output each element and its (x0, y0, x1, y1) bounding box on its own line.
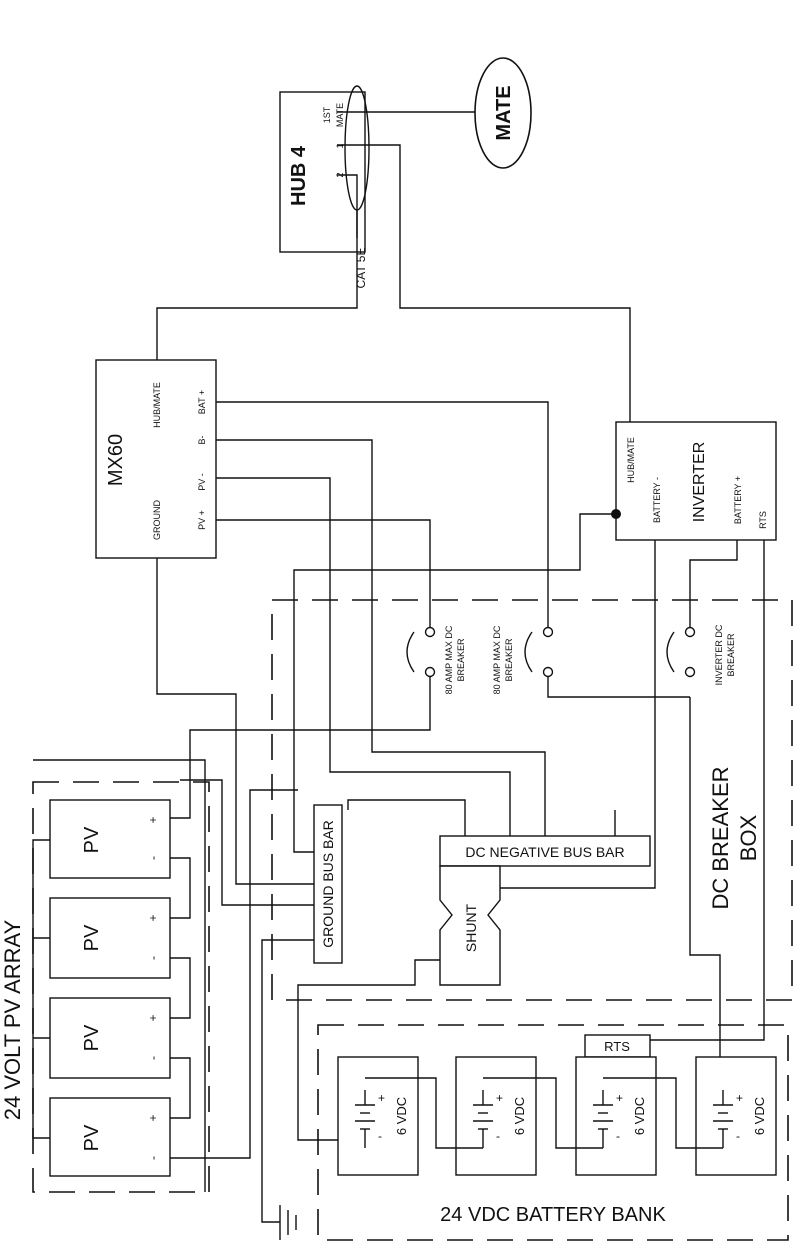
pv-module-1: PV + - (49, 799, 171, 879)
mx60-b-neg-label: B- (197, 435, 207, 444)
breaker-2-line2: BREAKER (504, 638, 514, 682)
rts-sensor: RTS (584, 1034, 651, 1058)
dc-negative-bus-bar: DC NEGATIVE BUS BAR (439, 835, 651, 867)
breaker-2: 80 AMP MAX DC BREAKER (492, 625, 554, 694)
battery-3: 6 VDC + - (575, 1056, 657, 1176)
pv-array-title: 24 VOLT PV ARRAY (0, 919, 25, 1120)
battery-2-label: 6 VDC (512, 1097, 527, 1135)
battery-bank-title: 24 VDC BATTERY BANK (440, 1204, 666, 1226)
shunt-label: SHUNT (463, 903, 479, 952)
pv-module-4-minus: - (146, 1156, 160, 1160)
pv-module-3: PV + - (49, 997, 171, 1079)
battery-3-cell-icon (593, 1090, 613, 1148)
mx60-bat-pos-label: BAT + (197, 390, 207, 414)
battery-3-plus: + (616, 1091, 623, 1105)
battery-4-plus: + (736, 1091, 743, 1105)
battery-2-minus: - (496, 1129, 500, 1143)
hub4-title: HUB 4 (288, 145, 310, 206)
battery-2: 6 VDC + - (455, 1056, 537, 1176)
pv-module-4: PV + - (49, 1097, 171, 1177)
pv-module-3-plus: + (146, 1014, 160, 1021)
hub4-port-mate-line1: 1ST (322, 106, 332, 123)
breaker-box-title-line1: DC BREAKER (708, 766, 733, 909)
battery-1-cell-icon (355, 1090, 375, 1148)
battery-1: 6 VDC + - (337, 1056, 419, 1176)
battery-4: 6 VDC + - (695, 1056, 777, 1176)
pv-module-1-minus: - (146, 856, 160, 860)
dc-breaker-box-enclosure (271, 599, 793, 1001)
mx60-title: MX60 (105, 434, 127, 486)
pv-module-1-plus: + (146, 816, 160, 823)
battery-3-label: 6 VDC (632, 1097, 647, 1135)
breaker-2-line1: 80 AMP MAX DC (492, 625, 502, 694)
breaker-box-title-line2: BOX (736, 814, 761, 861)
cat5e-label: CAT 5E (354, 248, 368, 289)
battery-4-minus: - (736, 1129, 740, 1143)
mate-label: MATE (493, 85, 515, 140)
hub4-port1: 1 (335, 143, 345, 148)
battery-1-label: 6 VDC (394, 1097, 409, 1135)
mate: MATE (474, 57, 532, 169)
pv-module-2-label: PV (81, 924, 103, 951)
breaker-1: 80 AMP MAX DC BREAKER (406, 625, 466, 694)
mx60-hub-mate-label: HUB/MATE (152, 382, 162, 428)
pv-module-2-plus: + (146, 914, 160, 921)
mx60-charge-controller: MX60 HUB/MATE GROUND BAT + B- PV - PV + (95, 359, 217, 559)
inverter: INVERTER HUB/MATE BATTERY - BATTERY + RT… (615, 421, 777, 541)
battery-4-label: 6 VDC (752, 1097, 767, 1135)
inverter-battery-pos-label: BATTERY + (733, 476, 743, 524)
inverter-rts-label: RTS (758, 511, 768, 529)
pv-module-2-minus: - (146, 956, 160, 960)
breaker-inverter-line2: BREAKER (726, 633, 736, 677)
inverter-battery-neg-label: BATTERY - (652, 477, 662, 523)
pv-module-4-plus: + (146, 1114, 160, 1121)
mx60-pv-pos-label: PV + (197, 510, 207, 530)
breaker-1-line1: 80 AMP MAX DC (444, 625, 454, 694)
hub4-port-mate-line2: MATE (335, 103, 345, 127)
dc-negative-bus-bar-label: DC NEGATIVE BUS BAR (465, 844, 624, 860)
hub4: HUB 4 1ST MATE 1 2 (279, 91, 366, 253)
pv-module-2: PV + - (49, 897, 171, 979)
battery-4-cell-icon (713, 1090, 733, 1148)
battery-3-minus: - (616, 1129, 620, 1143)
shunt: SHUNT (439, 865, 501, 986)
mx60-pv-neg-label: PV - (197, 473, 207, 491)
battery-bank-enclosure (317, 1024, 789, 1241)
battery-1-plus: + (378, 1091, 385, 1105)
pv-module-1-label: PV (81, 826, 103, 853)
breaker-1-line2: BREAKER (456, 638, 466, 682)
battery-1-minus: - (378, 1129, 382, 1143)
rts-sensor-label: RTS (604, 1039, 630, 1054)
battery-2-cell-icon (473, 1090, 493, 1148)
battery-2-plus: + (496, 1091, 503, 1105)
pv-module-3-minus: - (146, 1056, 160, 1060)
inverter-hub-mate-label: HUB/MATE (626, 437, 636, 483)
pv-module-3-label: PV (81, 1024, 103, 1051)
breaker-inverter: INVERTER DC BREAKER (666, 624, 736, 685)
inverter-title: INVERTER (691, 442, 708, 523)
pv-module-4-label: PV (81, 1124, 103, 1151)
breaker-inverter-line1: INVERTER DC (714, 624, 724, 685)
ground-bus-bar: GROUND BUS BAR (313, 804, 343, 964)
mx60-ground-label: GROUND (152, 500, 162, 540)
earth-ground-icon (279, 1205, 297, 1240)
ground-bus-bar-label: GROUND BUS BAR (320, 820, 336, 948)
